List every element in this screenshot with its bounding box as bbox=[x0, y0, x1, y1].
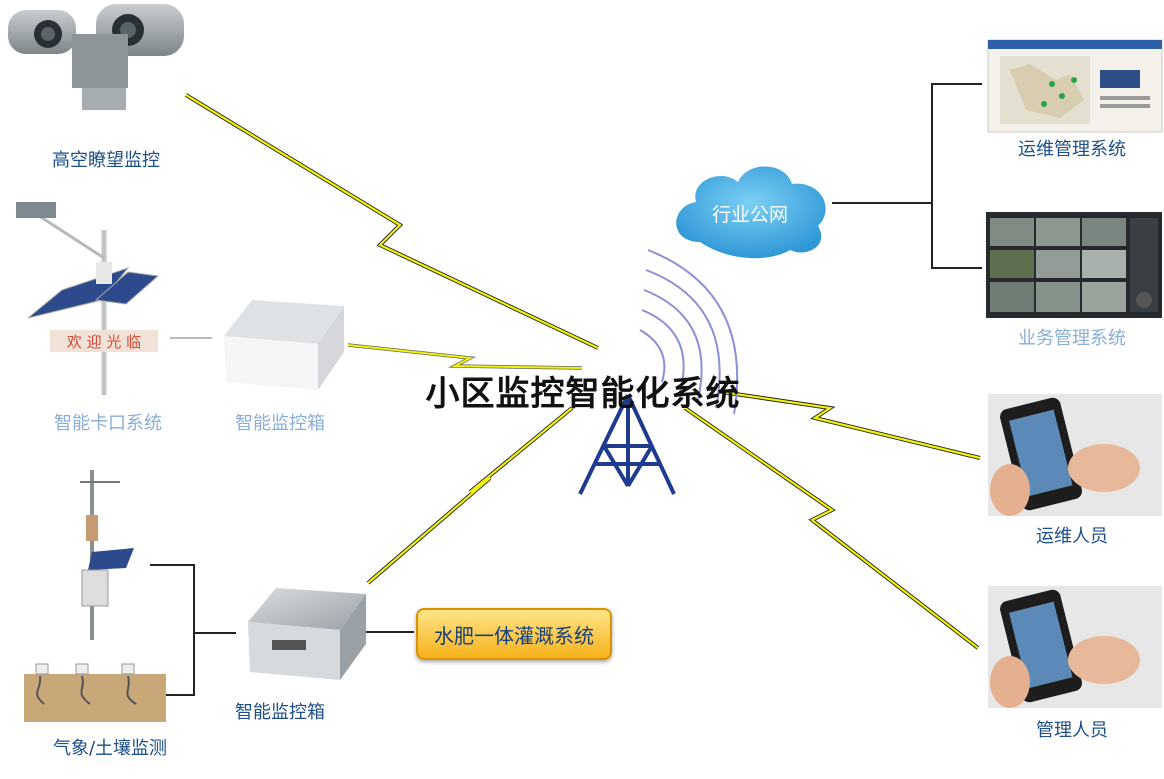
label-weather-soil: 气象/土壤监测 bbox=[52, 738, 168, 759]
link-box-top-tower bbox=[347, 343, 583, 370]
irrigation-system-box: 水肥一体灌溉系统 bbox=[416, 608, 612, 660]
weather-station-icon bbox=[80, 470, 134, 640]
link-tower-ops-staff bbox=[721, 390, 981, 460]
biz-system-screenshot bbox=[986, 212, 1162, 318]
label-high-altitude-monitoring: 高空瞭望监控 bbox=[52, 150, 160, 171]
monitor-box-top-icon bbox=[224, 300, 344, 390]
cloud-icon bbox=[676, 166, 826, 259]
label-monitor-box-top: 智能监控箱 bbox=[235, 413, 325, 434]
link-camera-tower bbox=[184, 93, 599, 350]
label-biz-system: 业务管理系统 bbox=[1018, 328, 1126, 349]
link-tower-mgmt-staff bbox=[683, 406, 980, 650]
diagram-title: 小区监控智能化系统 bbox=[425, 374, 741, 414]
soil-sensor-panel-icon bbox=[24, 663, 166, 722]
phone-ops-staff-icon bbox=[988, 394, 1162, 516]
ops-system-screenshot bbox=[987, 39, 1163, 133]
wireless-links bbox=[184, 93, 981, 650]
label-monitor-box-bottom: 智能监控箱 bbox=[235, 702, 325, 723]
radio-tower-icon bbox=[578, 394, 676, 495]
wired-links bbox=[150, 83, 982, 696]
phone-mgmt-staff-icon bbox=[988, 586, 1162, 708]
link-box-bottom-tower bbox=[366, 406, 574, 585]
led-sign-text: 欢 迎 光 临 bbox=[67, 333, 141, 351]
monitor-box-bottom-icon bbox=[248, 588, 366, 680]
radio-waves-icon bbox=[639, 249, 739, 415]
label-mgmt-staff: 管理人员 bbox=[1036, 720, 1108, 741]
cloud-label: 行业公网 bbox=[711, 204, 789, 226]
checkpoint-pole-icon: 欢 迎 光 临 bbox=[16, 202, 160, 395]
ptz-camera-icon bbox=[8, 4, 184, 110]
label-ops-staff: 运维人员 bbox=[1036, 526, 1108, 547]
label-ops-system: 运维管理系统 bbox=[1018, 139, 1126, 160]
label-smart-checkpoint: 智能卡口系统 bbox=[54, 413, 162, 434]
